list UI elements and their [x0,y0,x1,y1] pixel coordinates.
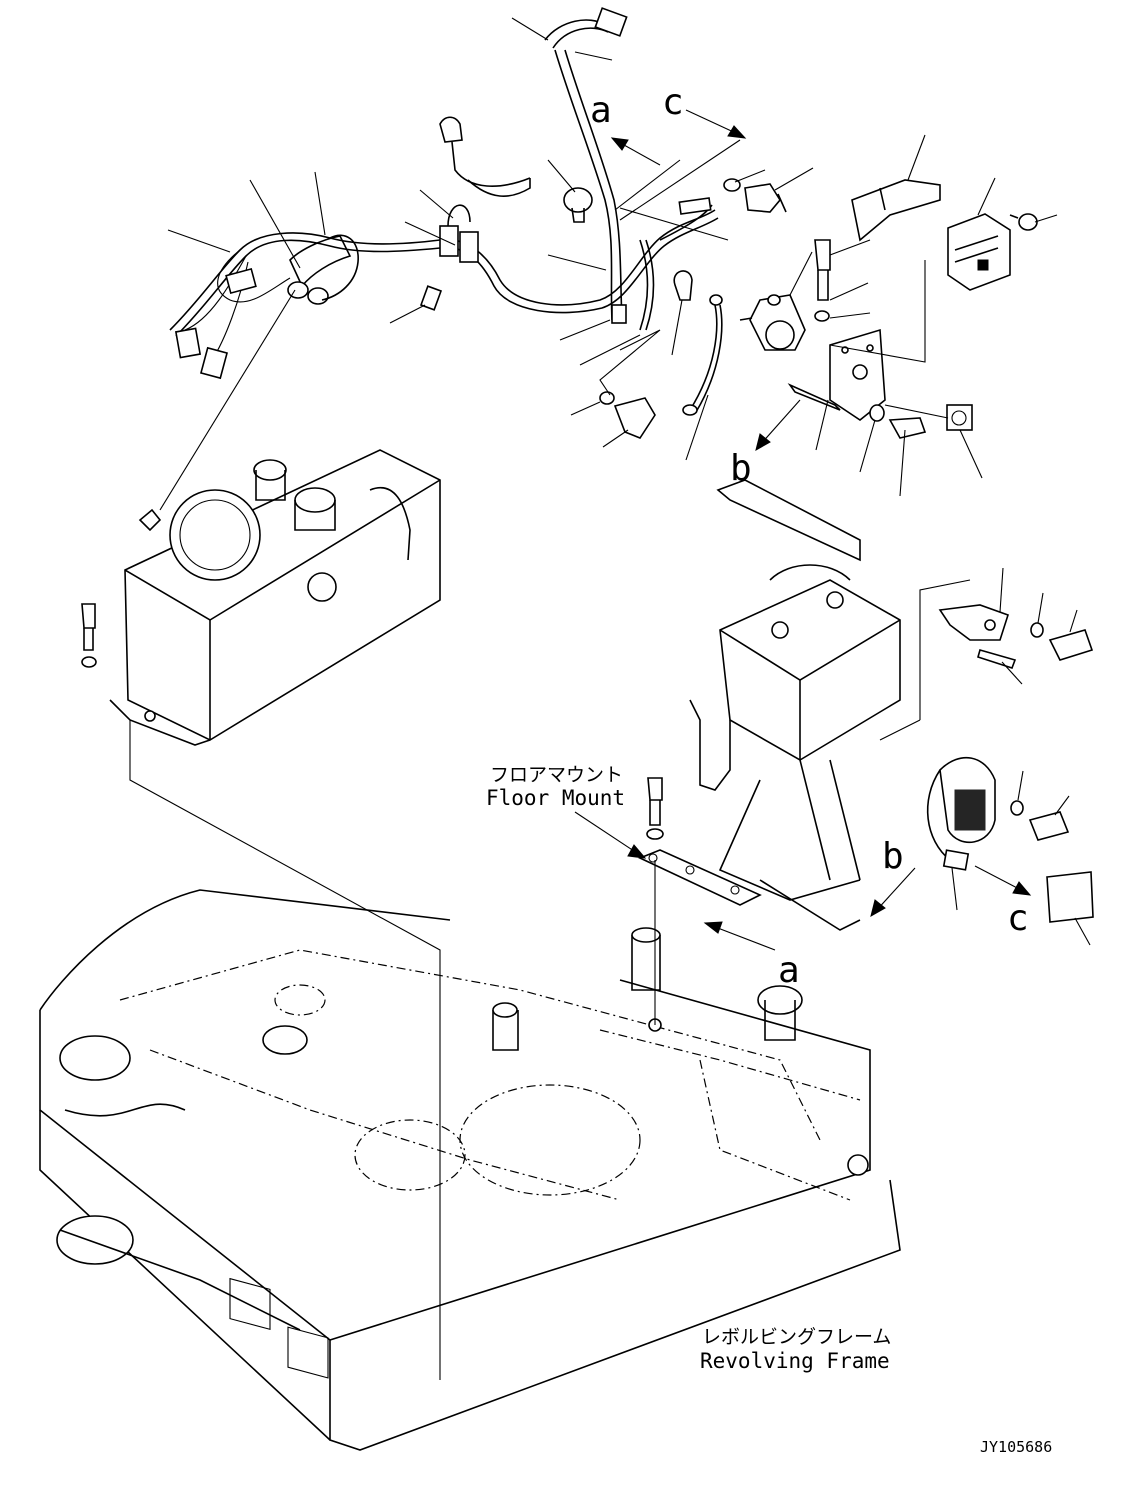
floor-mount-label-en: Floor Mount [486,786,625,810]
wiring-harness [169,7,723,416]
battery-assembly [637,479,1094,931]
revolving-frame-label-jp: レボルビングフレーム [702,1326,891,1348]
callout-b-right: b [882,836,904,877]
callout-a-bottom: a [778,950,800,991]
direction-arrows [574,109,1032,951]
revolving-frame-label-en: Revolving Frame [700,1349,890,1373]
leader-lines [129,17,1091,1380]
left-unit-box [81,449,441,746]
callout-c-top: c [662,82,684,123]
callout-b-left: b [730,448,752,489]
revolving-frame [39,889,901,1451]
callout-a-top: a [590,90,612,131]
drawing-id: JY105686 [980,1438,1052,1456]
floor-mount-label-jp: フロアマウント [490,764,623,786]
relay-assembly [599,178,1038,439]
callout-c-bottom: c [1007,898,1029,939]
